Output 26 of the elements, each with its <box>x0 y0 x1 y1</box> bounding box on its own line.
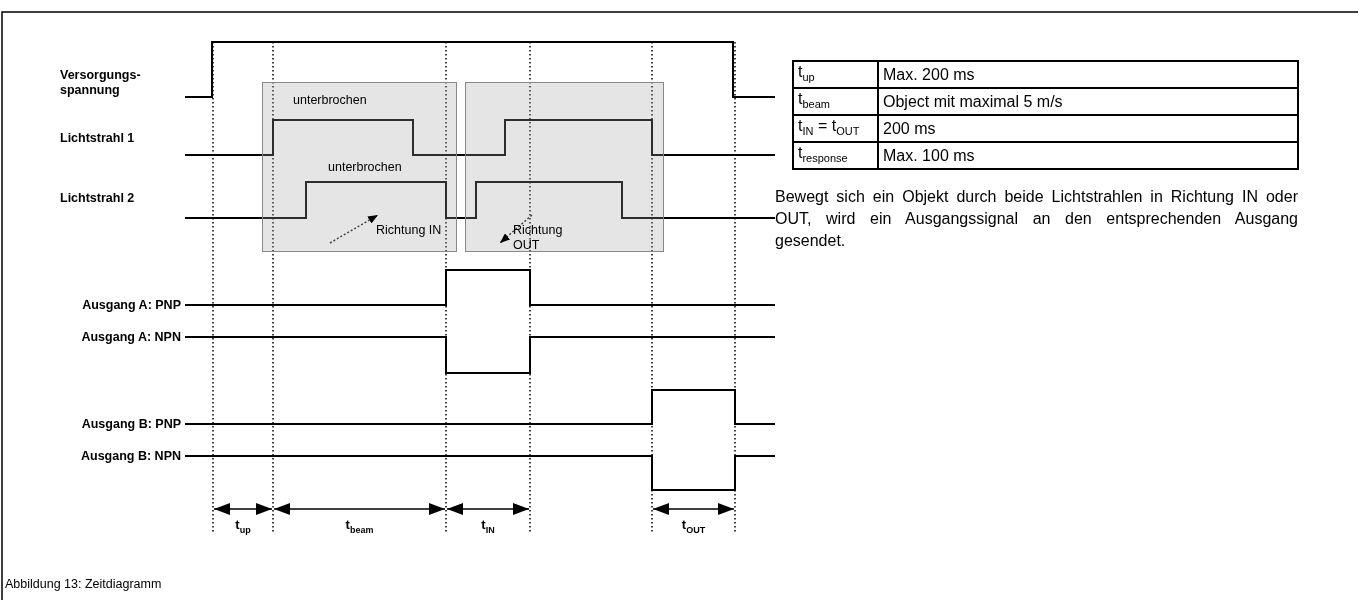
shaded-region <box>465 82 664 252</box>
signal-name: Lichtstrahl 1 <box>60 131 135 146</box>
signal-name: Ausgang B: NPN <box>80 449 181 464</box>
signal-name: Ausgang A: NPN <box>80 330 181 345</box>
signal-name: Lichtstrahl 2 <box>60 191 135 206</box>
table-cell: t$_{beam}$ <box>793 88 878 115</box>
table-cell: Max. 100 ms <box>878 142 1298 169</box>
dimension-label: t$_{IN}$ <box>481 517 495 532</box>
region-label: unterbrochen <box>328 160 402 175</box>
signal-name: Ausgang A: PNP <box>81 298 181 313</box>
table-cell: 200 ms <box>878 115 1298 142</box>
signal-name: Ausgang B: PNP <box>80 417 181 432</box>
table-cell: t$_{up}$ <box>793 61 878 88</box>
description-text: Bewegt sich ein Objekt durch beide Lichtstrahlen in Richtung IN oder OUT, wird ein Ausgangssignal an den entsprechenden Ausgang gesendet. <box>775 187 1298 251</box>
caption: Abbildung 13: Zeitdiagramm <box>5 577 162 591</box>
dimension-label: t$_{OUT}$ <box>681 517 706 532</box>
region-label: Richtung IN <box>376 223 443 238</box>
shaded-region <box>262 82 457 252</box>
dimension-label: t$_{beam}$ <box>345 517 374 532</box>
signal-name: Versorgungs- spannung <box>60 68 142 98</box>
table-cell: t$_{IN}$ = t$_{OUT}$ <box>793 115 878 142</box>
region-label: unterbrochen <box>293 93 367 108</box>
table-cell: t$_{response}$ <box>793 142 878 169</box>
table-cell: Object mit maximal 5 m/s <box>878 88 1298 115</box>
table-cell: Max. 200 ms <box>878 61 1298 88</box>
region-label: Richtung OUT <box>513 223 564 253</box>
